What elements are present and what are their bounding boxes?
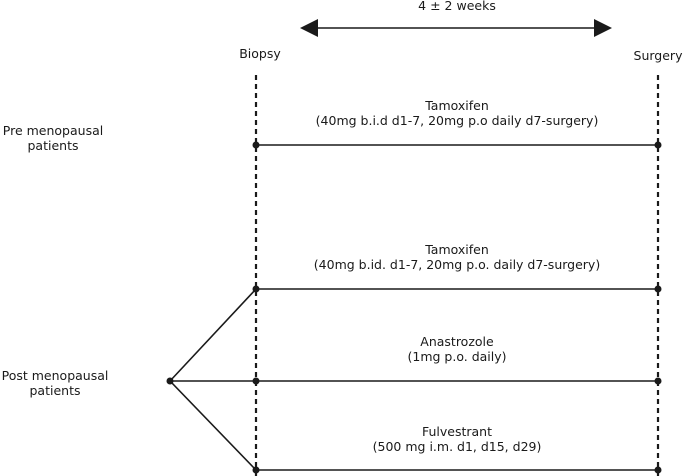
node-post-tam-biopsy (252, 285, 260, 293)
pre-group-line1: Pre menopausal (2, 123, 104, 138)
node-post-ful-surgery (654, 466, 662, 474)
node-post-tam-surgery (654, 285, 662, 293)
arm-regimen: (40mg b.id. d1-7, 20mg p.o. daily d7-sur… (313, 257, 601, 272)
post-group-line2: patients (29, 383, 81, 398)
node-post-ana-surgery (654, 377, 662, 385)
branch-line-upper (169, 288, 257, 382)
pre-group-line2: patients (27, 138, 79, 153)
arm-regimen: (40mg b.i.d d1-7, 20mg p.o daily d7-surg… (315, 113, 599, 128)
arm-label-post-fulvestrant: Fulvestrant (500 mg i.m. d1, d15, d29) (373, 424, 542, 454)
duration-label: 4 ± 2 weeks (418, 0, 496, 13)
node-post-branch-origin (166, 377, 174, 385)
duration-arrow-left-head (300, 19, 318, 37)
pre-menopausal-group-label: Pre menopausal patients (3, 123, 103, 153)
arm-regimen: (500 mg i.m. d1, d15, d29) (372, 439, 542, 454)
arm-label-post-tamoxifen: Tamoxifen (40mg b.id. d1-7, 20mg p.o. da… (314, 242, 600, 272)
arm-label-pre-tamoxifen: Tamoxifen (40mg b.i.d d1-7, 20mg p.o dai… (316, 98, 599, 128)
arm-drug: Tamoxifen (425, 98, 489, 113)
biopsy-label: Biopsy (239, 46, 281, 61)
post-group-line1: Post menopausal (1, 368, 109, 383)
node-post-ful-biopsy (252, 466, 260, 474)
duration-arrow-right-head (594, 19, 612, 37)
arm-drug: Fulvestrant (421, 424, 493, 439)
surgery-label: Surgery (633, 48, 683, 63)
post-menopausal-group-label: Post menopausal patients (2, 368, 109, 398)
arm-drug: Tamoxifen (425, 242, 489, 257)
arm-label-post-anastrozole: Anastrozole (1mg p.o. daily) (407, 334, 506, 364)
node-post-ana-biopsy (252, 377, 260, 385)
node-pre-biopsy (252, 141, 260, 149)
node-pre-surgery (654, 141, 662, 149)
branch-line-lower (169, 380, 257, 471)
arm-drug: Anastrozole (420, 334, 494, 349)
arm-regimen: (1mg p.o. daily) (407, 349, 507, 364)
